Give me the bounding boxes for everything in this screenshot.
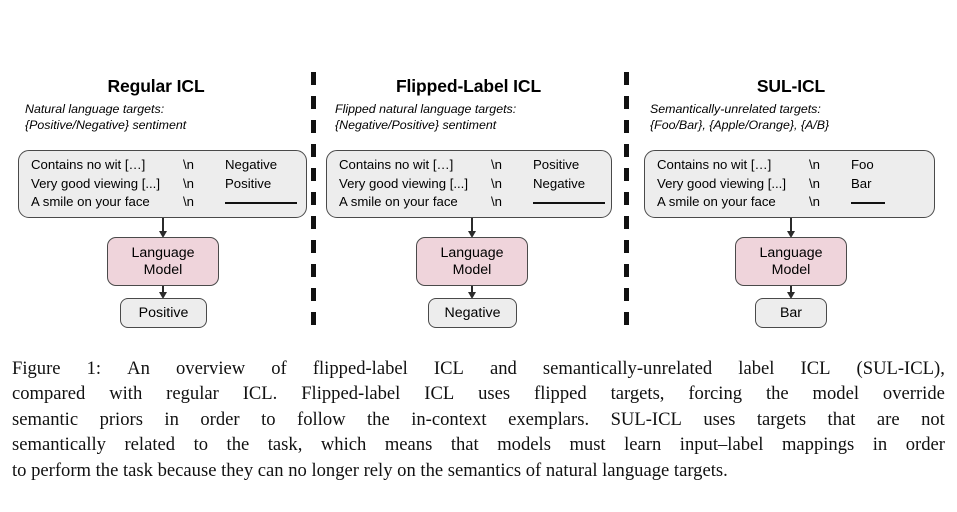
exemplar-box-regular-icl: Contains no wit […] \n Negative Very goo…: [18, 150, 307, 218]
exemplar-blank: [851, 194, 885, 209]
language-model-label-line1: Language: [440, 244, 504, 261]
exemplar-rows: Contains no wit […] \n Negative Very goo…: [31, 157, 300, 213]
exemplar-label: Positive: [225, 175, 272, 191]
exemplar-row-query: A smile on your face \n: [31, 194, 300, 213]
language-model-label-line2: Model: [452, 261, 492, 278]
panel-subtitle-line1: Flipped natural language targets:: [335, 102, 517, 116]
panel-divider-right: [624, 72, 629, 328]
panel-sul-icl: SUL-ICL Semantically-unrelated targets:{…: [625, 0, 957, 345]
arrow-model-to-output-icon: [786, 286, 796, 299]
exemplar-separator: \n: [809, 157, 820, 172]
exemplar-blank: [225, 194, 297, 209]
caption-line-5: to perform the task because they can no …: [12, 459, 728, 481]
exemplar-box-sul-icl: Contains no wit […] \n Foo Very good vie…: [644, 150, 935, 218]
exemplar-box-flipped-label-icl: Contains no wit […] \n Positive Very goo…: [326, 150, 612, 218]
language-model-label-line2: Model: [771, 261, 811, 278]
panel-divider-left: [311, 72, 316, 328]
language-model-label-line1: Language: [131, 244, 195, 261]
exemplar-input: Very good viewing [...]: [339, 175, 469, 191]
language-model-label-line1: Language: [759, 244, 823, 261]
arrow-model-to-output-icon: [467, 286, 477, 299]
exemplar-row: Very good viewing [...] \n Bar: [657, 176, 928, 195]
blank-underline: [851, 193, 885, 204]
panel-title-regular-icl: Regular ICL: [107, 76, 205, 96]
exemplar-rows: Contains no wit […] \n Foo Very good vie…: [657, 157, 928, 213]
blank-underline: [225, 193, 297, 204]
arrow-prompt-to-model-icon: [786, 218, 796, 238]
arrow-prompt-to-model-icon: [158, 218, 168, 238]
exemplar-row: Contains no wit […] \n Positive: [339, 157, 605, 176]
exemplar-input: A smile on your face: [31, 194, 150, 209]
exemplar-input: A smile on your face: [339, 194, 458, 209]
exemplar-blank: [533, 194, 605, 209]
exemplar-input: Contains no wit […]: [657, 157, 772, 172]
exemplar-separator: \n: [491, 157, 502, 172]
panel-subtitle-sul-icl: Semantically-unrelated targets:{Foo/Bar}…: [650, 102, 829, 133]
panel-subtitle-flipped-label-icl: Flipped natural language targets:{Negati…: [335, 102, 516, 133]
exemplar-input: Contains no wit […]: [339, 157, 454, 172]
panel-subtitle-line1: Semantically-unrelated targets:: [650, 102, 821, 116]
exemplar-input: Very good viewing [...]: [657, 175, 787, 191]
panel-subtitle-line2: {Foo/Bar}, {Apple/Orange}, {A/B}: [650, 117, 830, 132]
panel-title-flipped-label-icl: Flipped-Label ICL: [395, 76, 542, 96]
panel-title-sul-icl: SUL-ICL: [756, 76, 826, 96]
exemplar-row: Contains no wit […] \n Negative: [31, 157, 300, 176]
output-box-regular-icl: Positive: [120, 298, 207, 328]
language-model-box-sul-icl: Language Model: [735, 237, 847, 286]
panel-subtitle-line1: Natural language targets:: [25, 102, 165, 116]
panel-subtitle-line2: {Positive/Negative} sentiment: [25, 117, 187, 132]
output-box-sul-icl: Bar: [755, 298, 827, 328]
exemplar-row: Contains no wit […] \n Foo: [657, 157, 928, 176]
exemplar-separator: \n: [183, 157, 194, 172]
output-box-flipped-label-icl: Negative: [428, 298, 517, 328]
exemplar-input: A smile on your face: [657, 194, 776, 209]
panel-subtitle-regular-icl: Natural language targets:{Positive/Negat…: [25, 102, 186, 133]
panel-subtitle-line2: {Negative/Positive} sentiment: [335, 117, 497, 132]
exemplar-separator: \n: [809, 175, 820, 191]
exemplar-separator: \n: [183, 175, 194, 191]
exemplar-label: Bar: [851, 175, 872, 191]
exemplar-row: Very good viewing [...] \n Positive: [31, 176, 300, 195]
exemplar-row-query: A smile on your face \n: [657, 194, 928, 213]
exemplar-label: Foo: [851, 157, 874, 172]
exemplar-row: Very good viewing [...] \n Negative: [339, 176, 605, 195]
language-model-box-flipped-label-icl: Language Model: [416, 237, 528, 286]
exemplar-label: Positive: [533, 157, 580, 172]
arrow-model-to-output-icon: [158, 286, 168, 299]
blank-underline: [533, 193, 605, 204]
language-model-label-line2: Model: [143, 261, 183, 278]
figure-diagram: Regular ICL Natural language targets:{Po…: [0, 0, 957, 345]
exemplar-label: Negative: [533, 175, 586, 191]
exemplar-separator: \n: [491, 175, 502, 191]
exemplar-separator: \n: [491, 194, 502, 209]
exemplar-separator: \n: [183, 194, 194, 209]
panel-flipped-label-icl: Flipped-Label ICL Flipped natural langua…: [312, 0, 625, 345]
panel-regular-icl: Regular ICL Natural language targets:{Po…: [0, 0, 312, 345]
exemplar-input: Contains no wit […]: [31, 157, 146, 172]
arrow-prompt-to-model-icon: [467, 218, 477, 238]
exemplar-label: Negative: [225, 157, 278, 172]
exemplar-input: Very good viewing [...]: [31, 175, 161, 191]
exemplar-row-query: A smile on your face \n: [339, 194, 605, 213]
exemplar-separator: \n: [809, 194, 820, 209]
exemplar-rows: Contains no wit […] \n Positive Very goo…: [339, 157, 605, 213]
language-model-box-regular-icl: Language Model: [107, 237, 219, 286]
